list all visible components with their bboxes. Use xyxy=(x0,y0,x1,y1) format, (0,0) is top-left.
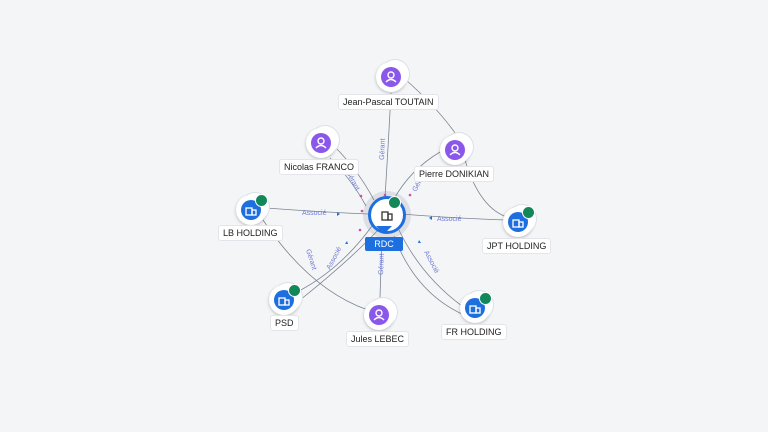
center-pin-tail xyxy=(376,226,392,234)
edge-psd-rdc-2 xyxy=(299,229,379,301)
edge-arrow xyxy=(345,241,348,244)
edge-label-gerant: Gérant xyxy=(378,253,386,275)
verified-icon xyxy=(255,194,268,207)
edge-psd-rdc-1 xyxy=(296,225,373,293)
node-label: JPT HOLDING xyxy=(482,238,552,254)
node-label: Pierre DONIKIAN xyxy=(414,166,495,182)
person-icon xyxy=(449,144,461,156)
person-icon xyxy=(315,137,327,149)
edge-label-associe: Associé xyxy=(437,216,462,223)
node-circle[interactable] xyxy=(364,300,394,330)
edge-arrow-dot xyxy=(408,193,412,197)
node-label: Jean-Pascal TOUTAIN xyxy=(338,94,439,110)
edge-arrow-dot xyxy=(359,194,363,198)
node-label: Nicolas FRANCO xyxy=(279,159,360,175)
edge-jpt-rdc xyxy=(401,213,507,221)
verified-icon xyxy=(288,284,301,297)
building-icon xyxy=(278,297,290,306)
edge-arrow-dot xyxy=(358,228,362,232)
node-circle[interactable] xyxy=(376,62,406,92)
building-icon xyxy=(469,305,481,314)
person-icon xyxy=(385,71,397,83)
edge-arrow xyxy=(418,240,421,243)
edge-label-gerant: Gérant xyxy=(304,248,317,271)
verified-icon xyxy=(479,292,492,305)
node-circle[interactable] xyxy=(306,128,336,158)
person-icon xyxy=(373,309,385,321)
edge-donikian-rdc xyxy=(393,151,441,200)
edge-label-gerant: Gérant xyxy=(379,138,387,160)
edge-arrow-dot xyxy=(383,193,387,197)
node-label: FR HOLDING xyxy=(441,324,507,340)
edge-label-associe: Associé xyxy=(302,210,327,217)
verified-icon xyxy=(388,196,401,209)
node-label: LB HOLDING xyxy=(218,225,283,241)
building-icon xyxy=(512,219,524,228)
edge-arrow xyxy=(337,212,340,216)
building-icon xyxy=(381,211,393,221)
node-circle[interactable] xyxy=(440,135,470,165)
node-label: PSD xyxy=(270,315,299,331)
edge-arrow-dot xyxy=(360,209,364,213)
edge-lb-rdc xyxy=(265,207,369,215)
building-icon xyxy=(245,207,257,216)
edge-arrow xyxy=(429,216,432,220)
center-label: RDC xyxy=(365,237,403,251)
verified-icon xyxy=(522,206,535,219)
node-label: Jules LEBEC xyxy=(346,331,410,347)
edge-toutain-jpt xyxy=(405,79,461,141)
